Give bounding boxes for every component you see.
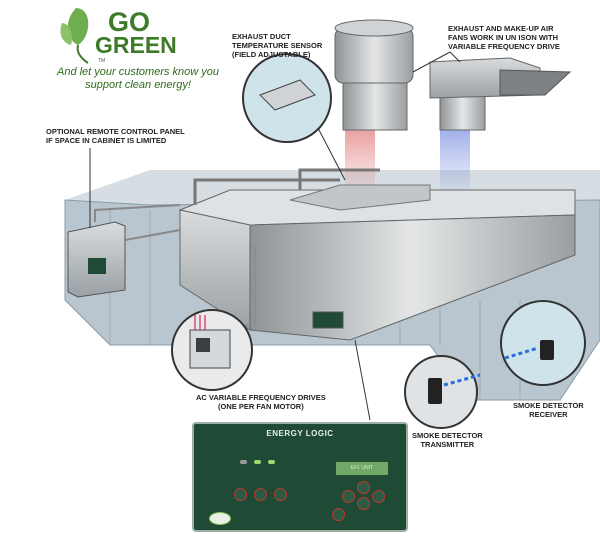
label-line: TRANSMITTER — [420, 440, 475, 449]
label-line: (ONE PER FAN MOTOR) — [218, 402, 304, 411]
go-green-logo-go: GO — [108, 7, 151, 37]
panel-button[interactable] — [234, 488, 247, 501]
exhaust-hood — [178, 168, 576, 341]
label-line: FANS WORK IN UN ISON WITH — [448, 33, 558, 42]
label-temp-sensor: EXHAUST DUCT TEMPERATURE SENSOR (FIELD A… — [232, 32, 322, 59]
label-line: SMOKE DETECTOR — [513, 401, 584, 410]
label-line: OPTIONAL REMOTE CONTROL PANEL — [46, 127, 185, 136]
panel-button[interactable] — [342, 490, 355, 503]
temp-sensor-callout — [242, 53, 346, 181]
panel-button[interactable] — [254, 488, 267, 501]
energy-logic-panel: ENERGY LOGIC EF1 UNIT — [192, 422, 408, 532]
label-line: SMOKE DETECTOR — [412, 431, 483, 440]
label-line: IF SPACE IN CABINET IS LIMITED — [46, 136, 167, 145]
leader-lines — [89, 51, 461, 421]
air-beams-blue — [440, 120, 470, 200]
panel-button[interactable] — [274, 488, 287, 501]
vfd-callout — [171, 309, 253, 391]
label-line: EXHAUST DUCT — [232, 32, 291, 41]
leaf-icon — [60, 8, 89, 64]
panel-display: EF1 UNIT — [336, 462, 388, 475]
label-line: AC VARIABLE FREQUENCY DRIVES — [196, 393, 326, 402]
remote-control-panel — [67, 221, 126, 298]
label-line: EXHAUST AND MAKE-UP AIR — [448, 24, 554, 33]
label-line: TEMPERATURE SENSOR — [232, 41, 323, 50]
smoke-transmitter-callout — [404, 355, 481, 429]
panel-button[interactable] — [332, 508, 345, 521]
label-line: VARIABLE FREQUENCY DRIVE — [448, 42, 560, 51]
brand-logo — [209, 512, 231, 525]
label-line: RECEIVER — [529, 410, 568, 419]
makeup-air-unit — [429, 57, 572, 131]
label-line: (FIELD ADJUSTABLE) — [232, 50, 311, 59]
label-smoke-transmitter: SMOKE DETECTOR TRANSMITTER — [412, 431, 483, 449]
led-on — [268, 460, 275, 464]
led-on — [254, 460, 261, 464]
panel-button-up[interactable] — [357, 481, 370, 494]
label-remote-panel: OPTIONAL REMOTE CONTROL PANEL IF SPACE I… — [46, 127, 185, 145]
led-off — [240, 460, 247, 464]
panel-button[interactable] — [372, 490, 385, 503]
panel-button-down[interactable] — [357, 497, 370, 510]
smoke-receiver-callout — [500, 300, 586, 386]
trademark: TM — [98, 58, 106, 64]
label-vfd: AC VARIABLE FREQUENCY DRIVES (ONE PER FA… — [196, 393, 326, 411]
label-smoke-receiver: SMOKE DETECTOR RECEIVER — [513, 401, 584, 419]
label-fans: EXHAUST AND MAKE-UP AIR FANS WORK IN UN … — [448, 24, 560, 51]
panel-title: ENERGY LOGIC — [266, 429, 334, 438]
go-green-logo-green: GREEN — [95, 32, 177, 58]
tagline: And let your customers know you support … — [56, 66, 220, 91]
exhaust-fan — [334, 19, 414, 131]
